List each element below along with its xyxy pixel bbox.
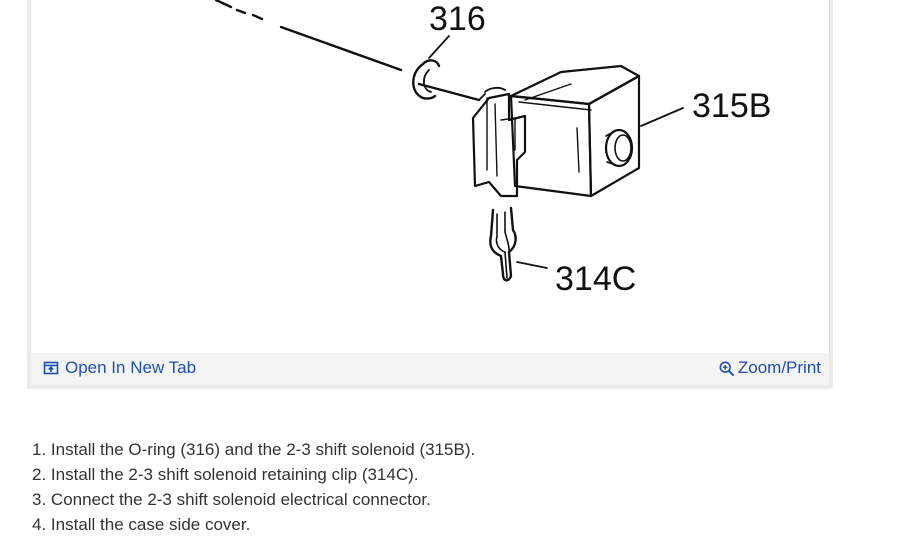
procedure-steps: 1. Install the O-ring (316) and the 2-3 … bbox=[32, 437, 475, 537]
axis-dash-2 bbox=[235, 8, 247, 15]
figure-card: 316 315B 314C Open In New Tab bbox=[27, 0, 833, 389]
step-item: 3. Connect the 2-3 shift solenoid electr… bbox=[32, 487, 475, 512]
axis-dash-3 bbox=[251, 13, 264, 21]
step-number: 4. bbox=[32, 515, 47, 534]
leader-315b bbox=[640, 107, 684, 127]
figure-toolbar: Open In New Tab Zoom/Print bbox=[31, 353, 829, 385]
step-text: Install the case side cover. bbox=[50, 515, 251, 534]
step-text: Install the 2-3 shift solenoid retaining… bbox=[50, 465, 419, 484]
solenoid-boss bbox=[604, 128, 634, 168]
zoom-print-label: Zoom/Print bbox=[737, 358, 821, 377]
solenoid-front bbox=[587, 74, 641, 198]
callout-315b: 315B bbox=[692, 87, 771, 125]
callout-316: 316 bbox=[429, 0, 486, 38]
step-item: 2. Install the 2-3 shift solenoid retain… bbox=[32, 462, 475, 487]
open-in-new-tab-label: Open In New Tab bbox=[65, 358, 197, 377]
step-text: Connect the 2-3 shift solenoid electrica… bbox=[50, 490, 431, 509]
leader-314c bbox=[516, 261, 548, 269]
step-item: 1. Install the O-ring (316) and the 2-3 … bbox=[32, 437, 475, 462]
o-ring bbox=[412, 62, 437, 100]
callout-314c: 314C bbox=[555, 260, 636, 298]
solenoid-side bbox=[509, 94, 593, 198]
retaining-clip bbox=[489, 206, 517, 282]
step-text: Install the O-ring (316) and the 2-3 shi… bbox=[50, 440, 476, 459]
open-new-tab-icon bbox=[43, 360, 59, 376]
step-number: 1. bbox=[32, 440, 47, 459]
zoom-print-link[interactable]: Zoom/Print bbox=[719, 358, 821, 378]
step-number: 2. bbox=[32, 465, 47, 484]
open-in-new-tab-link[interactable]: Open In New Tab bbox=[43, 358, 196, 378]
leader-316 bbox=[428, 35, 450, 59]
axis-line bbox=[279, 25, 403, 72]
step-number: 3. bbox=[32, 490, 47, 509]
figure-image[interactable]: 316 315B 314C bbox=[31, 0, 830, 353]
connector-block bbox=[471, 92, 527, 198]
solenoid-diagram: 316 315B 314C bbox=[214, 0, 771, 298]
axis-line-2 bbox=[417, 82, 481, 102]
magnifier-plus-icon bbox=[719, 360, 735, 377]
step-item: 4. Install the case side cover. bbox=[32, 512, 475, 537]
axis-dash-1 bbox=[214, 0, 233, 9]
